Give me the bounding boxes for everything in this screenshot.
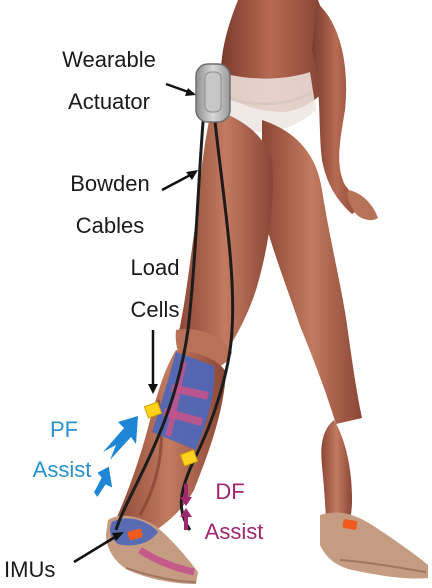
pf-assist-label: Assist — [22, 456, 102, 484]
back-thigh — [262, 120, 362, 424]
back-foot — [320, 512, 428, 578]
back-shin — [321, 420, 352, 528]
actuator-label: Actuator — [44, 88, 174, 116]
pf-label: PF — [24, 416, 104, 444]
hand — [347, 190, 378, 220]
bowden-label: Bowden — [50, 170, 170, 198]
cables-label: Cables — [50, 212, 170, 240]
wearable-label: Wearable — [44, 46, 174, 74]
df-assist-label: Assist — [194, 518, 274, 546]
load-label: Load — [110, 254, 200, 282]
df-label: DF — [190, 478, 270, 506]
wearable-actuator — [196, 64, 230, 122]
imus-label: IMUs — [4, 556, 84, 584]
cells-label: Cells — [110, 296, 200, 324]
